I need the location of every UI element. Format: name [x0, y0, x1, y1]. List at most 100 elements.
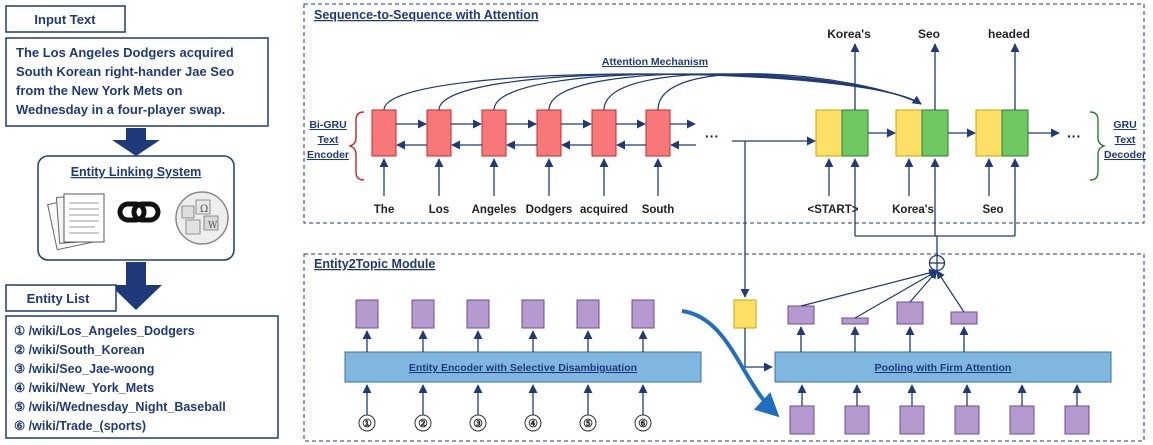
decoder-cell-yellow: [815, 109, 843, 157]
wikipedia-globe-icon: Ω W: [175, 191, 229, 245]
encoder-label-line: Encoder: [307, 149, 349, 161]
to-sum-arrow: [800, 268, 938, 307]
entity-list-item: ⑤ /wiki/Wednesday_Night_Baseball: [14, 400, 226, 414]
entity2topic-title: Entity2Topic Module: [314, 257, 435, 271]
to-sum-arrow: [909, 270, 938, 303]
entity-index-circle: [414, 414, 432, 432]
entity-index-circle: [524, 414, 542, 432]
seq2seq-panel: Sequence-to-Sequence with Attention Atte…: [303, 3, 1146, 255]
encoder-cell: [371, 109, 397, 157]
input-text-line: South Korean right-hander Jae Seo: [16, 64, 234, 79]
attention-curve: [657, 73, 922, 111]
entity-linking-title: Entity Linking System: [71, 165, 202, 179]
entity-list-item: ⑥ /wiki/Trade_(sports): [14, 419, 146, 433]
pool-input-vector: [789, 405, 815, 435]
query-vector: [733, 299, 757, 329]
decoder-input-word: Seo: [982, 204, 1003, 216]
flow-curve-arrow: [681, 309, 780, 418]
encoder-cell: [591, 109, 617, 157]
entity-list-header: Entity List: [27, 291, 91, 306]
decoder-cell-green: [1001, 109, 1029, 157]
entity-vector: [466, 299, 490, 329]
decoder-brace: [1089, 111, 1107, 181]
entity-vector: [576, 299, 600, 329]
entity-vector: [411, 299, 435, 329]
entity-index-label: ③: [473, 418, 483, 430]
pool-input-vector: [899, 405, 925, 435]
entity-index-label: ⑤: [583, 418, 593, 430]
entity-encoder-box: [344, 351, 702, 383]
seq2seq-title: Sequence-to-Sequence with Attention: [314, 8, 539, 22]
decoder-output-word: Korea's: [827, 27, 871, 41]
decoder-output-word: headed: [988, 27, 1030, 41]
entity-linking-panel: Entity Linking System Ω W: [37, 155, 235, 261]
pool-input-vector: [1009, 405, 1035, 435]
encoder-input-word: Los: [429, 204, 449, 216]
encoder-cell: [426, 109, 452, 157]
weighted-entity-vector: [950, 311, 978, 325]
weighted-entity-vector: [896, 301, 924, 325]
flow-arrow-down: [112, 128, 160, 156]
input-text-panel: Input Text The Los Angeles Dodgers acqui…: [5, 5, 269, 127]
decoder-output-word: Seo: [918, 27, 940, 41]
entity-index-circle: [469, 414, 487, 432]
attention-curve: [603, 73, 922, 111]
encoder-input-word: South: [642, 204, 675, 216]
encoder-input-word: Dodgers: [526, 204, 573, 216]
input-text-header: Input Text: [34, 12, 96, 27]
decoder-cell-yellow: [895, 109, 923, 157]
documents-icon: [47, 193, 105, 251]
encoder-cell: [645, 109, 671, 157]
svg-text:Ω: Ω: [200, 204, 208, 215]
encoder-cell: [536, 109, 562, 157]
decoder-cell-yellow: [975, 109, 1003, 157]
pooling-box: [774, 351, 1112, 383]
encoder-ellipsis: ···: [705, 128, 719, 144]
decoder-ellipsis: ···: [1067, 128, 1081, 144]
svg-text:W: W: [208, 221, 218, 231]
entity-index-label: ⑥: [638, 418, 648, 430]
pool-input-vector: [954, 405, 980, 435]
encoder-label-line: Text: [318, 134, 339, 146]
to-sum-arrow: [854, 270, 938, 319]
entity-list-item: ③ /wiki/Seo_Jae-woong: [14, 362, 154, 376]
entity-encoder-label: Entity Encoder with Selective Disambigua…: [409, 362, 637, 374]
encoder-cell: [481, 109, 507, 157]
entity-vector: [521, 299, 545, 329]
pooling-label: Pooling with Firm Attention: [875, 362, 1012, 374]
weighted-entity-vector: [841, 317, 869, 325]
entity2topic-panel: Entity2Topic Module Entity Encoder with …: [303, 141, 1145, 442]
entity-list-panel: Entity List ① /wiki/Los_Angeles_Dodgers …: [5, 284, 279, 439]
entity-index-circle: [358, 414, 376, 432]
entity-list-item: ① /wiki/Los_Angeles_Dodgers: [14, 324, 195, 338]
entity-list-item: ④ /wiki/New_York_Mets: [14, 381, 154, 395]
attention-curve: [493, 73, 922, 111]
entity-index-label: ④: [528, 418, 538, 430]
entity-index-circle: [579, 414, 597, 432]
decoder-label-line: GRU: [1113, 119, 1136, 131]
flow-arrow-down: [110, 262, 162, 310]
weighted-entity-vector: [787, 305, 815, 325]
query-to-pool-arrow: [744, 328, 773, 372]
encoder-input-word: Angeles: [472, 204, 517, 216]
decoder-label-line: Text: [1115, 134, 1136, 146]
decoder-cell-green: [921, 109, 949, 157]
to-sum-arrow: [936, 270, 965, 313]
decoder-input-word: <START>: [808, 204, 859, 216]
entity-vector: [355, 299, 379, 329]
entity-index-label: ②: [418, 418, 428, 430]
input-text-line: The Los Angeles Dodgers acquired: [16, 45, 234, 60]
input-text-line: from the New York Mets on: [16, 83, 182, 98]
entity-index-circle: [634, 414, 652, 432]
encoder-input-word: acquired: [580, 204, 628, 216]
attention-label: Attention Mechanism: [602, 56, 708, 68]
encoder-label-line: Bi-GRU: [309, 119, 346, 131]
pool-input-vector: [1064, 405, 1090, 435]
decoder-cell-green: [841, 109, 869, 157]
encoder-brace: [347, 111, 365, 181]
input-text-line: Wednesday in a four-player swap.: [16, 102, 225, 117]
pool-input-vector: [844, 405, 870, 435]
entity-index-label: ①: [362, 418, 372, 430]
sum-node: [928, 254, 946, 272]
